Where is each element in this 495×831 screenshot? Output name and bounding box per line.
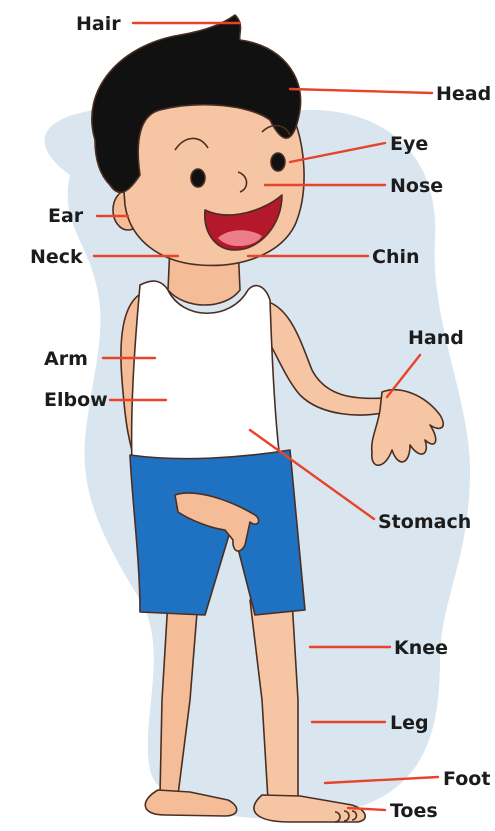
label-leg: Leg bbox=[390, 712, 429, 734]
label-nose: Nose bbox=[390, 175, 443, 197]
label-toes: Toes bbox=[390, 800, 438, 822]
label-hair: Hair bbox=[76, 13, 121, 35]
label-hand: Hand bbox=[408, 327, 464, 349]
label-chin: Chin bbox=[372, 246, 420, 268]
left-eye bbox=[191, 169, 205, 187]
right-eye bbox=[271, 153, 285, 171]
label-foot: Foot bbox=[443, 768, 490, 790]
label-elbow: Elbow bbox=[44, 389, 108, 411]
leader-head bbox=[290, 89, 432, 93]
label-eye: Eye bbox=[390, 133, 428, 155]
label-neck: Neck bbox=[30, 246, 83, 268]
label-ear: Ear bbox=[48, 205, 84, 227]
label-knee: Knee bbox=[394, 637, 448, 659]
label-arm: Arm bbox=[44, 348, 88, 370]
label-stomach: Stomach bbox=[378, 511, 471, 533]
label-head: Head bbox=[436, 83, 491, 105]
